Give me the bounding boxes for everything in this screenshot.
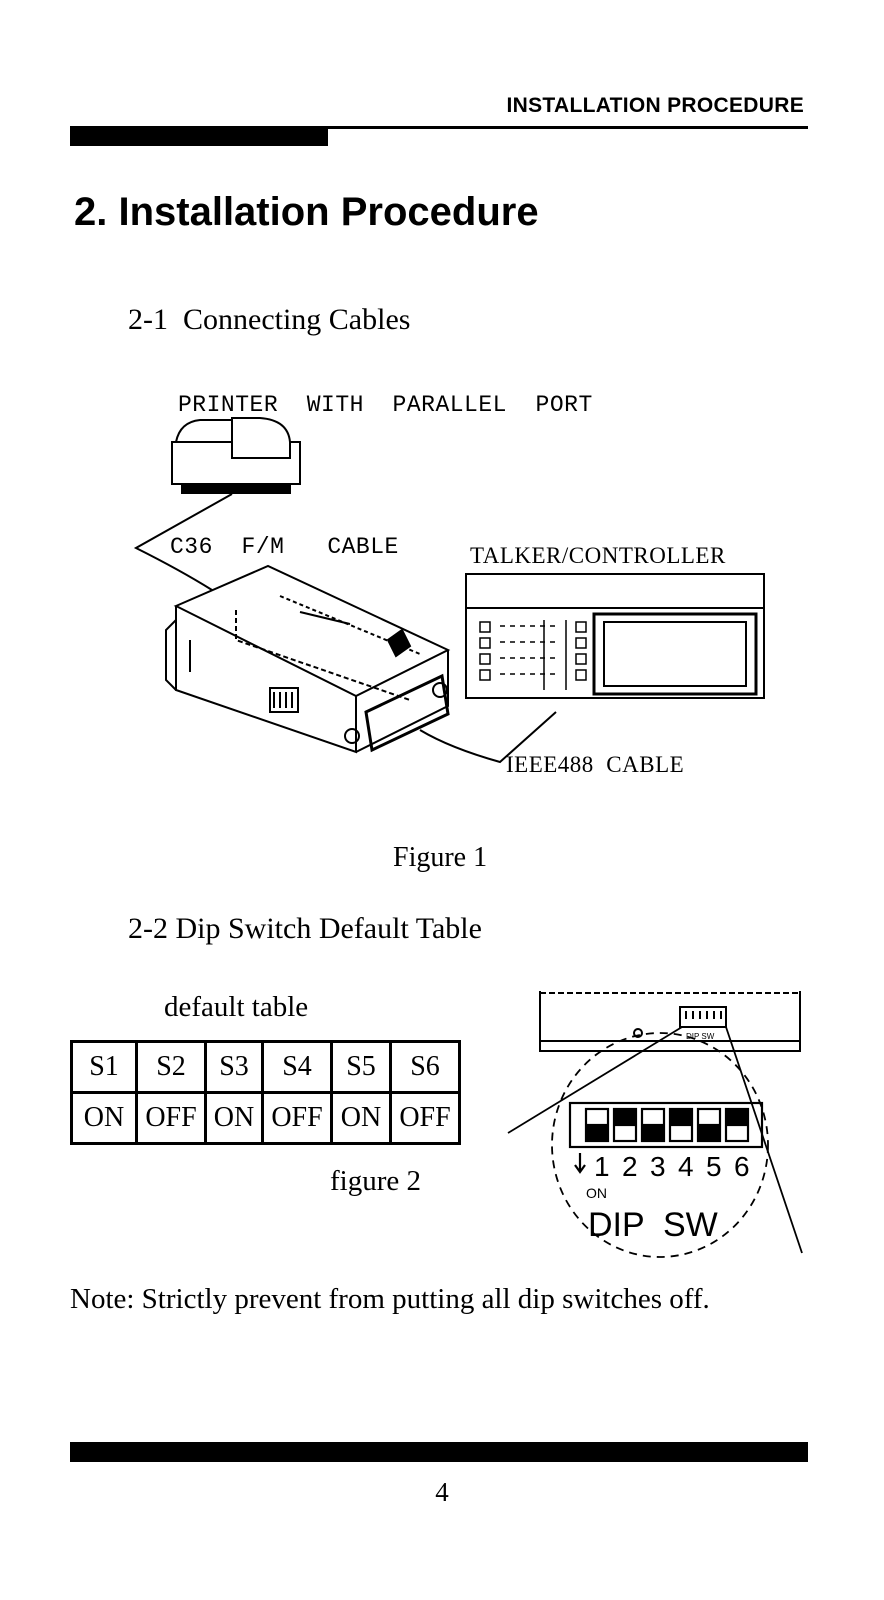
talker-controller-illustration: [465, 573, 765, 699]
figure-1-caption: Figure 1: [393, 842, 488, 873]
dip-switch-table: S1 S2 S3 S4 S5 S6 ON OFF ON OFF ON OFF: [70, 1040, 461, 1145]
note-text: Note: Strictly prevent from putting all …: [70, 1283, 710, 1315]
table-caption: default table: [164, 991, 309, 1023]
label-ieee488-cable: IEEE488 CABLE: [506, 752, 685, 777]
printer-illustration: [171, 417, 301, 494]
dip-switch-number: 4: [678, 1151, 694, 1182]
table-header-cell: S5: [330, 1040, 392, 1094]
device-side-view: DIP SW: [539, 991, 801, 1052]
label-talker-controller: TALKER/CONTROLLER: [470, 543, 726, 568]
table-header-cell: S3: [204, 1040, 264, 1094]
table-cell: OFF: [135, 1091, 207, 1145]
figure-2-caption: figure 2: [330, 1165, 421, 1197]
section-heading-connecting-cables: 2-1 Connecting Cables: [128, 303, 411, 336]
dip-switch-number: 3: [650, 1151, 666, 1182]
table-header-cell: S2: [135, 1040, 207, 1094]
cable-ieee488: [419, 711, 557, 764]
table-header-row: S1 S2 S3 S4 S5 S6: [70, 1040, 461, 1094]
dip-switch-number: 2: [622, 1151, 638, 1182]
table-row: ON OFF ON OFF ON OFF: [70, 1091, 461, 1145]
header-bar: [70, 126, 328, 146]
header-rule: [70, 126, 808, 129]
dip-sw-label: DIP SW: [588, 1206, 718, 1244]
footer-bar: [70, 1442, 808, 1462]
dip-switch-number: 6: [734, 1151, 750, 1182]
converter-illustration: [165, 564, 451, 754]
svg-text:DIP SW: DIP SW: [686, 1032, 715, 1041]
dip-switch-zoom: [568, 1101, 764, 1174]
label-c36-cable: C36 F/M CABLE: [170, 534, 399, 560]
cable-c36: [133, 493, 233, 591]
table-cell: ON: [204, 1091, 264, 1145]
section-heading-dip-switch: 2-2 Dip Switch Default Table: [128, 912, 482, 945]
table-cell: ON: [330, 1091, 392, 1145]
table-cell: OFF: [389, 1091, 461, 1145]
table-header-cell: S6: [389, 1040, 461, 1094]
table-header-cell: S4: [261, 1040, 333, 1094]
dip-switch-diagram: DIP SW: [507, 991, 803, 1258]
dip-switch-number: 5: [706, 1151, 722, 1182]
page-number: 4: [435, 1477, 449, 1507]
table-cell: ON: [70, 1091, 138, 1145]
dip-switch-number: 1: [594, 1151, 610, 1182]
page-title: 2. Installation Procedure: [74, 190, 539, 234]
table-cell: OFF: [261, 1091, 333, 1145]
label-printer-parallel-port: PRINTER WITH PARALLEL PORT: [178, 392, 593, 418]
table-header-cell: S1: [70, 1040, 138, 1094]
running-header: INSTALLATION PROCEDURE: [506, 94, 804, 117]
connection-diagram: [133, 417, 765, 764]
dip-on-label: ON: [586, 1185, 607, 1201]
zoom-lines: [507, 1026, 803, 1258]
